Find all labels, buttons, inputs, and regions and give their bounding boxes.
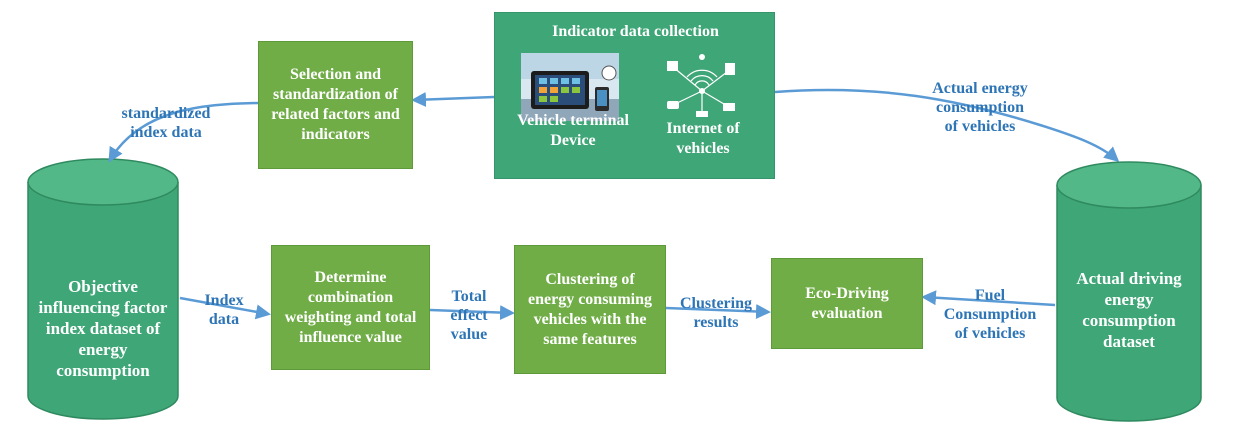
fuel-consumption-label: Fuel Consumption of vehicles: [943, 287, 1037, 342]
index-data-label: Index data: [204, 292, 244, 328]
vehicle-terminal-device-icon: [521, 53, 619, 121]
objective-dataset-label: Objective influencing factor index datas…: [38, 277, 168, 380]
arrow-actual-to-eco: [921, 290, 1056, 307]
arrow-collection-to-actual: [774, 88, 1120, 162]
indicator-data-collection-panel: Indicator data collection: [494, 12, 775, 179]
collection-title: Indicator data collection: [552, 23, 719, 40]
actual-dataset-cylinder: [1056, 161, 1202, 422]
selection-box: Selection and standardization of related…: [258, 41, 413, 169]
arrow-selection-to-objective: [108, 101, 259, 163]
standardized-index-data-label: standardized index data: [121, 105, 211, 141]
vehicle-terminal-label: Vehicle terminal Device: [517, 112, 629, 149]
arrow-clustering-to-eco: [665, 304, 771, 320]
arrow-collection-to-selection: [411, 92, 495, 108]
actual-dataset-label: Actual driving energy consumption datase…: [1076, 269, 1182, 351]
total-effect-value-label: Total effect value: [450, 288, 488, 343]
clustering-box: Clustering of energy consuming vehicles …: [514, 245, 666, 374]
eco-driving-box: Eco-Driving evaluation: [771, 258, 923, 349]
clustering-results-label: Clustering results: [680, 295, 752, 331]
objective-dataset-cylinder: [27, 158, 179, 420]
arrow-objective-to-determine: [179, 296, 271, 320]
actual-energy-consumption-label: Actual energy consumption of vehicles: [932, 80, 1028, 135]
internet-of-vehicles-icon: [661, 51, 743, 121]
determine-box: Determine combination weighting and tota…: [271, 245, 430, 370]
arrow-determine-to-clustering: [429, 305, 515, 321]
internet-of-vehicles-label: Internet of vehicles: [666, 120, 740, 157]
